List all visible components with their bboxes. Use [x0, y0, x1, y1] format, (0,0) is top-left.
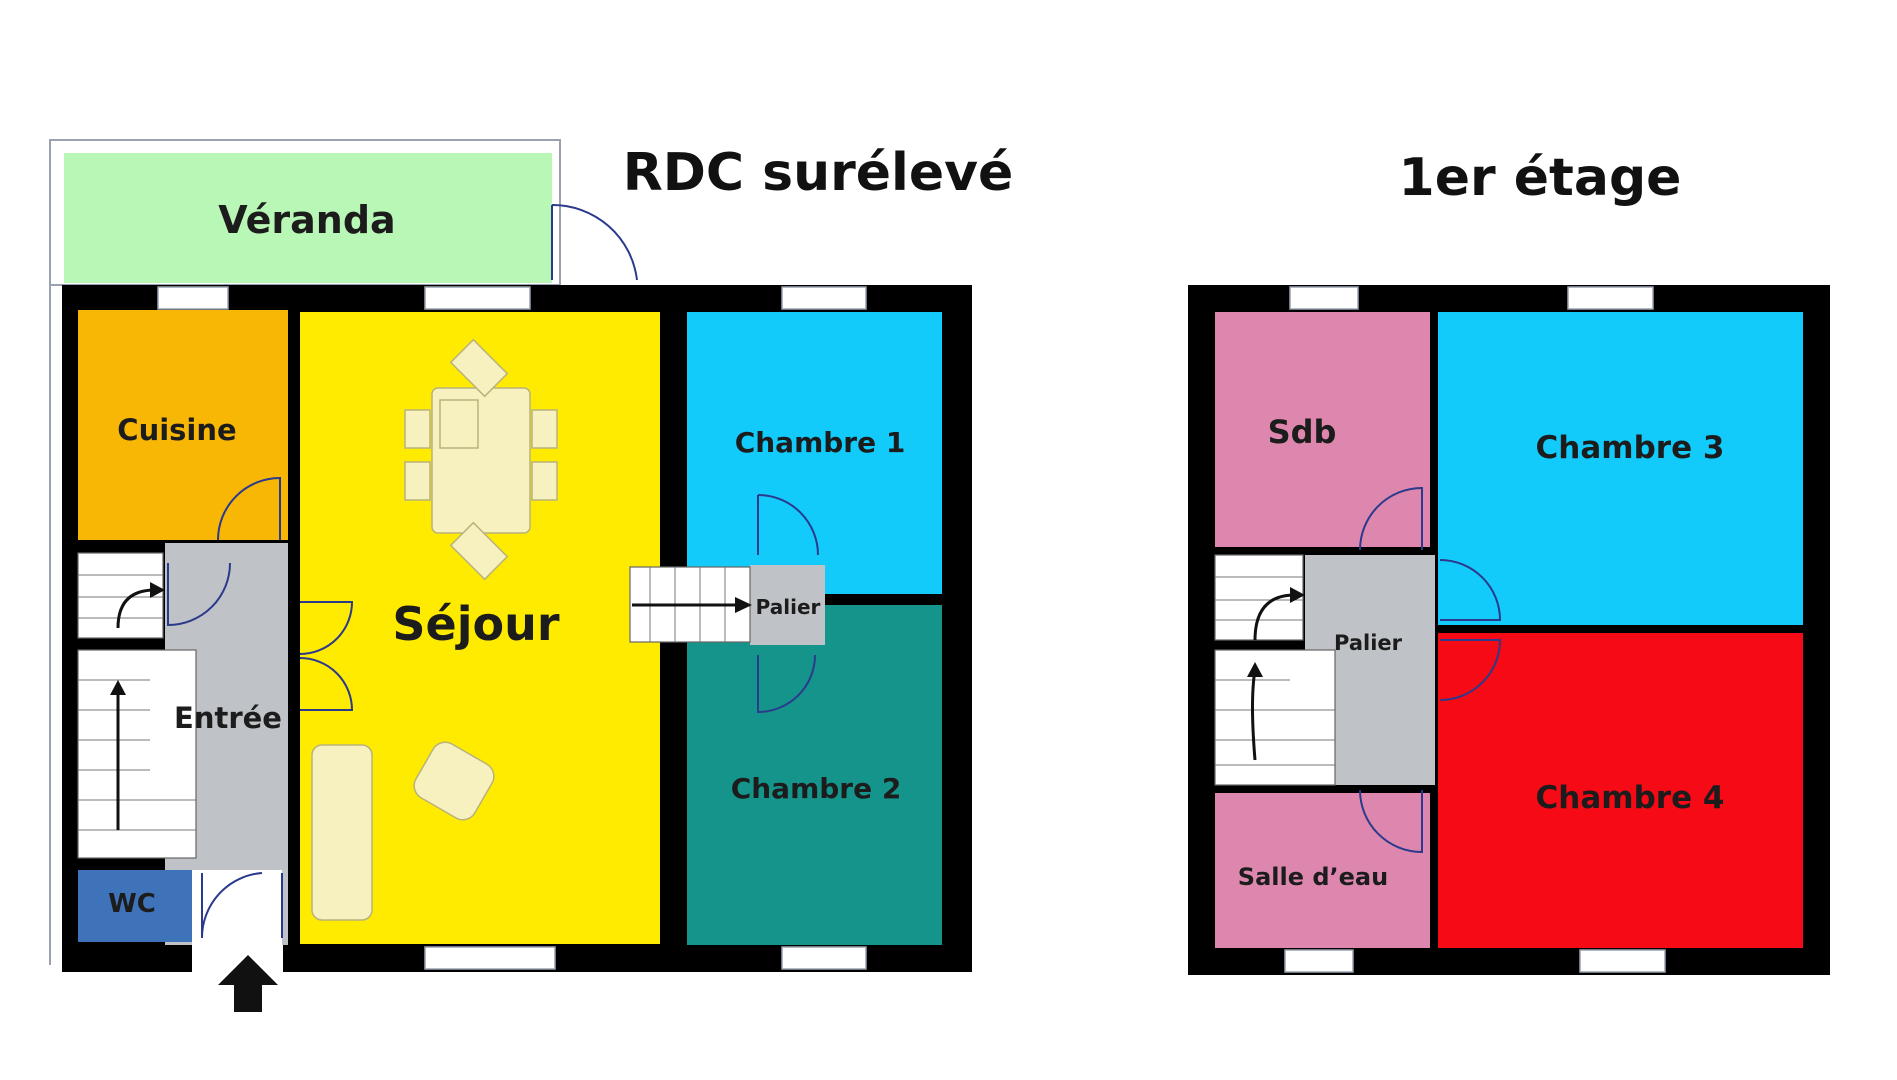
first-floor-title: 1er étage — [1399, 148, 1682, 208]
ground-floor-title: RDC surélevé — [623, 143, 1014, 203]
veranda-room — [64, 153, 552, 283]
ground-floor-plan — [49, 139, 972, 1012]
chambre-2-door — [757, 654, 816, 714]
sejour-door-bottom — [299, 657, 354, 711]
stairs-lower-flight — [77, 649, 197, 859]
salle-d-eau-label: Salle d’eau — [1238, 863, 1388, 891]
window — [781, 946, 867, 970]
window — [424, 286, 531, 310]
table-centerpiece — [439, 399, 479, 449]
chambre-4-room — [1438, 633, 1803, 948]
chambre-3-label: Chambre 3 — [1536, 430, 1725, 466]
salle-d-eau-door — [1359, 789, 1423, 854]
chambre-4-label: Chambre 4 — [1536, 780, 1725, 816]
palier-1-label: Palier — [1334, 631, 1403, 655]
entree-stair-door — [167, 562, 231, 627]
stairs-arrow-head — [110, 680, 126, 695]
stairs-upper-flight — [77, 552, 164, 639]
window — [1284, 949, 1354, 973]
chambre-1-room — [687, 312, 942, 594]
chambre-1-label: Chambre 1 — [735, 426, 906, 459]
window — [781, 286, 867, 310]
veranda-label: Véranda — [218, 198, 395, 242]
entry-arrow-icon — [218, 955, 278, 1012]
window — [157, 286, 229, 310]
sejour-label: Séjour — [392, 597, 559, 651]
sdb-room — [1215, 312, 1430, 547]
window — [1579, 949, 1666, 973]
first-floor-plan — [1188, 285, 1830, 975]
sofa — [311, 744, 373, 921]
stairs-turn-arrow-head — [150, 582, 165, 598]
stairs-turn-arrow — [116, 588, 156, 629]
sejour-door-top — [299, 601, 354, 655]
chambre-1-door — [757, 494, 819, 556]
entry-door — [200, 872, 263, 939]
window — [424, 946, 556, 970]
entree-label: Entrée — [174, 701, 282, 735]
stairs-upper-flight — [1214, 554, 1304, 641]
palier-rdc-room — [750, 565, 825, 645]
sdb-label: Sdb — [1268, 413, 1337, 451]
armchair — [413, 741, 495, 821]
cuisine-room — [78, 310, 288, 540]
cuisine-door — [217, 476, 281, 541]
dining-chairs — [404, 338, 558, 581]
wc-label: WC — [108, 889, 156, 919]
veranda-door — [551, 203, 638, 281]
palier-rdc-label: Palier — [756, 595, 821, 619]
chambre-2-label: Chambre 2 — [731, 772, 902, 805]
window — [1567, 286, 1654, 310]
wc-room — [78, 870, 192, 942]
window — [1289, 286, 1359, 310]
cuisine-label: Cuisine — [117, 413, 236, 447]
salle-d-eau-room — [1215, 793, 1430, 948]
chambre-3-door — [1439, 559, 1502, 621]
chambre-4-door — [1439, 639, 1502, 701]
chambre-3-room — [1438, 312, 1803, 625]
sdb-door — [1359, 486, 1423, 551]
stairs-lower-flight — [1214, 649, 1336, 786]
